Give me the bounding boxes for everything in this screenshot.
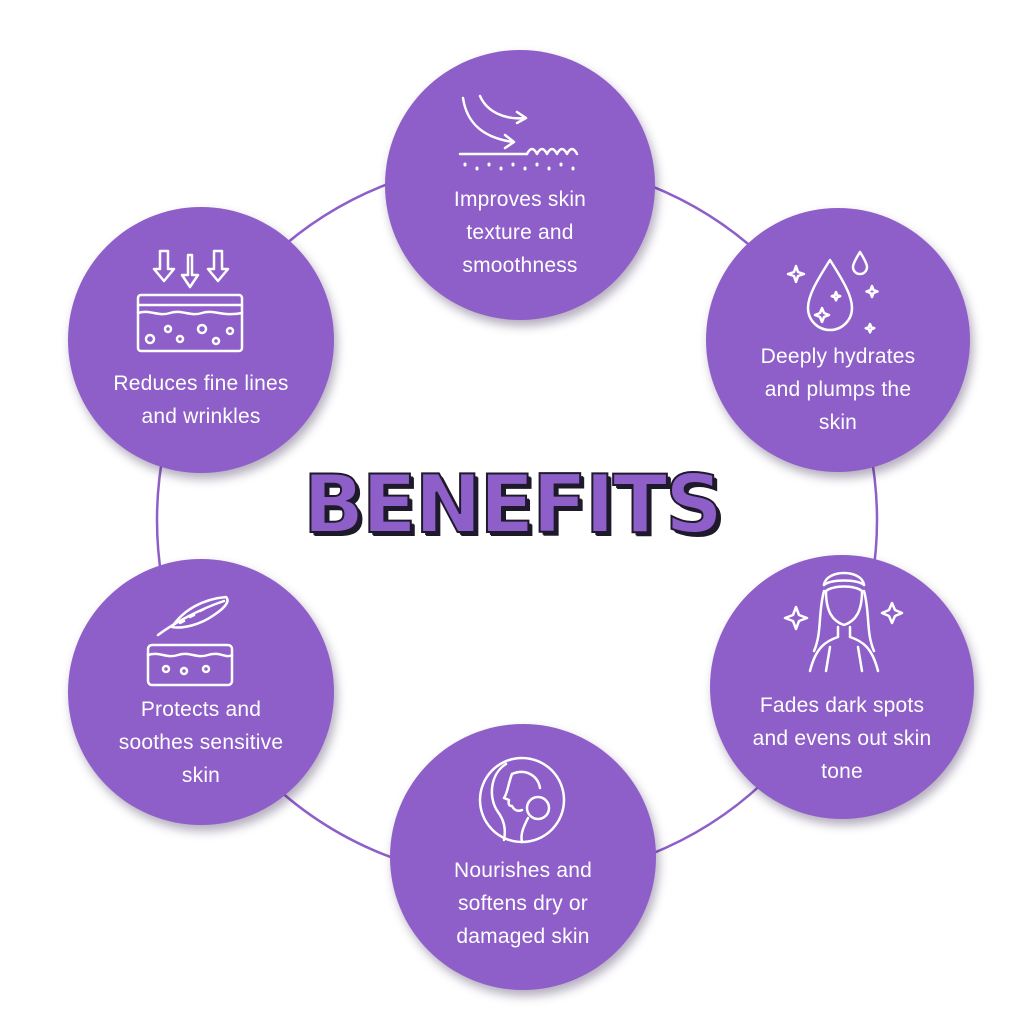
feather-skin-icon	[146, 595, 234, 687]
benefit-label-dark-spots: Fades dark spots and evens out skin tone	[752, 694, 932, 783]
face-profile-icon	[478, 756, 566, 844]
water-drop-sparkle-icon	[786, 250, 879, 334]
benefit-circle-protects: Protects and soothes sensitive skin	[68, 559, 334, 825]
benefit-label-hydrates: Deeply hydrates and plumps the skin	[760, 345, 916, 434]
benefit-circle-hydrates: Deeply hydrates and plumps the skin	[706, 208, 970, 472]
benefit-circle-nourishes: Nourishes and softens dry or damaged ski…	[390, 724, 656, 990]
skin-texture-arrows-icon	[458, 94, 579, 171]
benefit-label-nourishes: Nourishes and softens dry or damaged ski…	[453, 859, 592, 948]
diagram-title: BENEFITS	[302, 457, 724, 552]
benefit-label-texture: Improves skin texture and smoothness	[453, 188, 587, 277]
skin-layers-arrows-icon	[136, 249, 244, 353]
benefit-circle-texture: Improves skin texture and smoothness	[385, 50, 655, 320]
woman-towel-sparkle-icon	[783, 571, 904, 673]
benefit-label-fine-lines: Reduces fine lines and wrinkles	[113, 372, 289, 428]
benefit-circle-dark-spots: Fades dark spots and evens out skin tone	[710, 555, 974, 819]
benefit-label-protects: Protects and soothes sensitive skin	[118, 698, 284, 787]
benefit-circle-fine-lines: Reduces fine lines and wrinkles	[68, 207, 334, 473]
